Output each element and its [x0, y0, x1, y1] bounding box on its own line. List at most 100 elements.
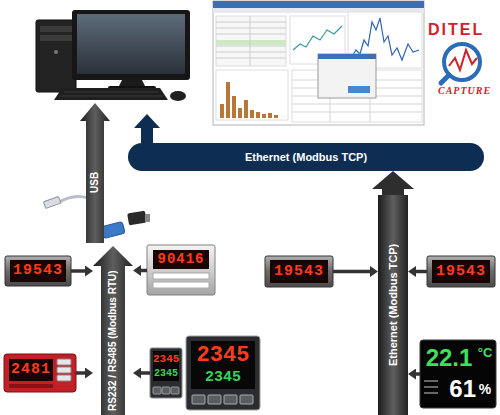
- large-display: 22.1°C61%: [420, 340, 496, 408]
- display-value: °C: [475, 344, 495, 362]
- histogram-panel: [216, 70, 288, 120]
- meter-bezel: [265, 256, 333, 287]
- controller-bezel: [150, 348, 182, 398]
- led-display: [432, 260, 490, 283]
- flow-arrow: [76, 371, 85, 375]
- controller-bezel: [4, 354, 76, 392]
- display-value: 19543: [10, 260, 66, 282]
- led-display: [153, 250, 209, 269]
- link-arrow: RS232 / RS485 (Modbus RTU): [93, 246, 133, 415]
- controller-bezel: [186, 336, 260, 410]
- mouse: [170, 91, 186, 101]
- panel-meter: 19543: [5, 256, 71, 286]
- panel-meter: 19543: [265, 256, 333, 287]
- control-button: [224, 395, 237, 404]
- flow-arrow: [333, 270, 370, 274]
- connection-label: USB: [86, 121, 104, 243]
- flow-arrow: [141, 371, 150, 375]
- link-arrow: USB: [80, 103, 110, 243]
- meter-bezel: [5, 256, 71, 286]
- display-value: 2345: [153, 352, 179, 367]
- keyboard-keys: [60, 96, 163, 97]
- led-display: [153, 351, 179, 381]
- table-grid: [216, 16, 286, 66]
- led-display: [9, 359, 53, 381]
- chart-line: [293, 26, 342, 50]
- led-display: [270, 260, 328, 283]
- db9-screw: [145, 214, 150, 222]
- process-controller: 23452345: [150, 348, 182, 398]
- monitor-screen: [77, 14, 185, 74]
- logo-chart: [449, 50, 477, 70]
- flow-arrow: [416, 270, 427, 274]
- uplink-arrow: [134, 114, 160, 143]
- control-button: [162, 387, 170, 394]
- temperature-controller: 2481: [4, 354, 76, 392]
- link-arrow: Ethernet (Modbus TCP): [378, 195, 408, 415]
- display-value: 2345: [153, 367, 179, 380]
- label-plate: [153, 282, 209, 288]
- led-display: [191, 341, 255, 389]
- dialog-box: [318, 54, 376, 98]
- panel-meter: 90416: [147, 245, 215, 295]
- control-button: [153, 387, 161, 394]
- arrow-shape: [93, 246, 133, 415]
- small-text-line: [424, 380, 438, 382]
- label-plate: [153, 273, 209, 279]
- control-button: [171, 387, 179, 394]
- control-button: [57, 375, 71, 381]
- logo-text: DITEL: [428, 22, 484, 38]
- control-button: [240, 395, 253, 404]
- display-value: 90416: [153, 250, 209, 269]
- logo-text: CAPTURE: [438, 86, 491, 96]
- magnifier-handle: [441, 75, 449, 83]
- led-display: [10, 260, 66, 282]
- keyboard-keys: [64, 92, 158, 93]
- usb-plug: [43, 196, 60, 208]
- drive-bay: [40, 26, 72, 32]
- display-value: 19543: [270, 260, 328, 283]
- display-panel: [420, 340, 496, 408]
- table-row: [216, 40, 286, 45]
- serial-connector: [101, 221, 125, 238]
- dialog-button: [348, 86, 370, 93]
- display-value: 22.1: [423, 343, 475, 373]
- drive-bay: [40, 35, 72, 41]
- control-button: [208, 395, 221, 404]
- flow-arrow: [141, 269, 147, 273]
- process-controller: 23452345: [186, 336, 260, 410]
- app-window: [213, 1, 424, 125]
- db9-adapter: [127, 211, 147, 226]
- computer: [36, 10, 190, 101]
- bus-band-shape: [128, 143, 484, 171]
- connection-label: RS232 / RS485 (Modbus RTU): [101, 266, 125, 415]
- flow-arrow: [416, 372, 420, 376]
- display-value: 19543: [432, 260, 490, 283]
- control-button: [57, 367, 71, 373]
- flow-arrow: [71, 269, 85, 273]
- small-text-line: [424, 392, 438, 394]
- logo: [441, 44, 480, 83]
- power-button: [54, 50, 58, 54]
- software-screenshot: [213, 1, 424, 125]
- bus-band: Ethernet (Modbus TCP): [128, 143, 484, 171]
- data-table: [216, 16, 286, 66]
- dialog-title: [318, 54, 376, 59]
- panel-meter: 19543: [427, 256, 495, 287]
- control-button: [57, 359, 71, 365]
- pc-tower: [36, 20, 76, 92]
- connection-label: Ethernet (Modbus TCP): [378, 195, 408, 415]
- meter-bezel: [427, 256, 495, 287]
- connection-label: Ethernet (Modbus TCP): [128, 143, 484, 171]
- control-button: [192, 395, 205, 404]
- display-value: 61: [440, 374, 476, 404]
- display-value: 2345: [191, 343, 255, 369]
- display-value: 2345: [191, 369, 255, 387]
- monitor: [72, 10, 190, 80]
- arrow-shape: [80, 103, 110, 243]
- meter-housing: [147, 245, 215, 295]
